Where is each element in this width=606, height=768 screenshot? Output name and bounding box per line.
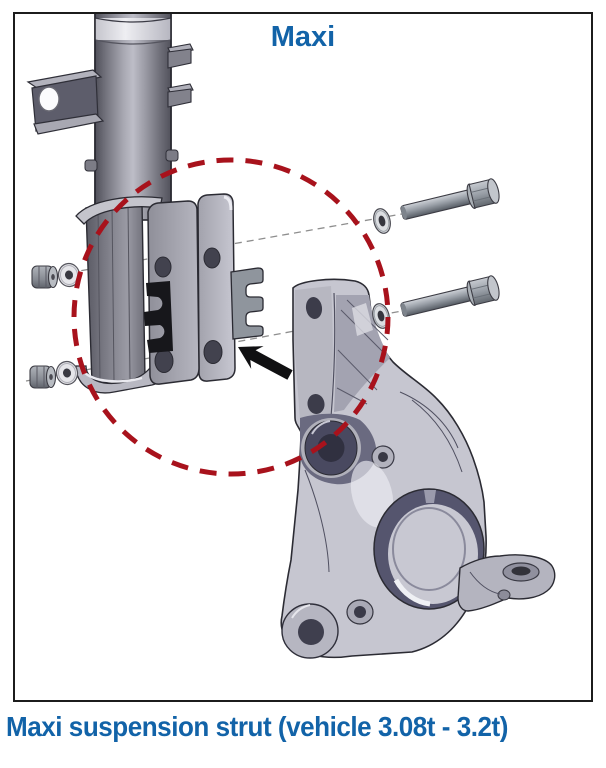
washer-lower-left: [55, 360, 79, 386]
washer-upper-left: [57, 262, 81, 288]
bolt-lower-right: [400, 275, 500, 317]
strut-clevis-bracket: [75, 193, 236, 394]
knuckle-arm-hole-top: [305, 297, 323, 319]
clevis-black-cutout: [144, 281, 173, 353]
tube-tabs: [167, 43, 194, 108]
tube-pin-right: [165, 149, 179, 162]
bracket-hole: [38, 86, 60, 112]
direction-arrow: [238, 346, 293, 380]
figure-caption-text: Maxi suspension strut (vehicle 3.08t - 3…: [6, 711, 508, 742]
hub-bore: [373, 488, 485, 610]
nut-lower-left: [29, 365, 57, 389]
nut-upper-left: [31, 265, 59, 289]
washer-lower-right: [372, 303, 390, 329]
fork-tab: [230, 267, 264, 340]
steering-arm: [457, 554, 556, 612]
strut-side-bracket: [26, 69, 105, 135]
highlight-circle: [71, 157, 391, 477]
figure-caption: Maxi suspension strut (vehicle 3.08t - 3…: [6, 711, 606, 743]
tube-pin-left: [84, 159, 98, 172]
diagram-title: Maxi: [270, 21, 336, 53]
washer-upper-right: [373, 208, 391, 234]
bolt-upper-right: [400, 178, 500, 220]
knuckle-arm-hole-bottom: [307, 394, 325, 414]
frame-border: [13, 12, 593, 702]
steering-knuckle: [280, 278, 556, 659]
